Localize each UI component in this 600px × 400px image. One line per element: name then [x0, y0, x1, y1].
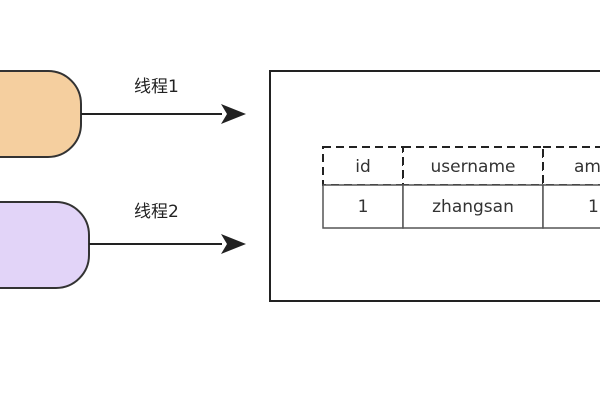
header-cell-amount: am [574, 157, 600, 177]
table-header-row: id username am [322, 146, 600, 186]
table-row: 1 zhangsan 1 [322, 184, 600, 229]
arrow-thread-1 [81, 104, 246, 124]
header-cell-id: id [355, 157, 371, 177]
thread-2-shape [0, 201, 90, 289]
row-cell-username: zhangsan [432, 197, 514, 217]
row-cell-amount: 1 [588, 197, 599, 217]
arrow-thread-2 [89, 234, 246, 254]
thread-2-label: 线程2 [134, 202, 179, 222]
thread-1-label: 线程1 [134, 77, 179, 97]
data-table: id username am 1 zhangsan 1 [322, 146, 600, 229]
row-cell-id: 1 [358, 197, 369, 217]
thread-2-node [0, 201, 90, 289]
thread-1-shape [0, 70, 82, 158]
header-cell-username: username [431, 157, 516, 177]
thread-1-node [0, 70, 82, 158]
